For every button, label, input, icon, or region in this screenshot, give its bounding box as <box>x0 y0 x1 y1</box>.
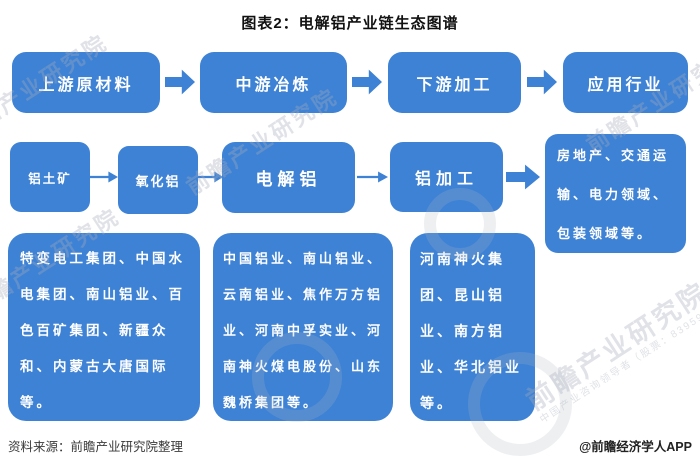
product-box-alumina: 氧化铝 <box>118 146 198 214</box>
thin-right-arrow-icon <box>357 171 388 183</box>
watermark-subtext: 中国产业咨询领导者（股票：839599） <box>538 300 700 426</box>
downstream-companies-box: 河南神火集 团、昆山铝 业、南方铝 业、华北铝业 等。 <box>410 233 535 421</box>
product-box-aluminum-processing: 铝加工 <box>390 142 503 212</box>
app-credit-label: @前瞻经济学人APP <box>579 440 692 454</box>
stage-box-upstream-materials: 上游原材料 <box>12 52 160 113</box>
thin-right-arrow-icon <box>88 171 118 183</box>
stage-box-application-industry: 应用行业 <box>563 52 688 113</box>
data-source-label: 资料来源：前瞻产业研究院整理 <box>8 440 184 454</box>
right-arrow-icon <box>352 69 382 95</box>
product-box-bauxite: 铝土矿 <box>10 142 90 212</box>
application-fields-box: 房地产、交通运 输、电力领域、 包装领域等。 <box>545 134 686 253</box>
product-box-electrolytic-aluminum: 电解铝 <box>222 142 355 213</box>
midstream-companies-box: 中国铝业、南山铝业、 云南铝业、焦作万方铝 业、河南中孚实业、河 南神火煤电股份… <box>213 233 393 421</box>
watermark-text: 前瞻产业研究院 <box>521 276 700 417</box>
thin-right-arrow-icon <box>196 171 223 183</box>
right-arrow-icon <box>527 69 557 95</box>
stage-box-midstream-smelting: 中游冶炼 <box>200 52 347 113</box>
right-arrow-icon <box>165 69 195 95</box>
right-arrow-icon <box>506 164 540 190</box>
upstream-companies-box: 特变电工集团、中国水 电集团、南山铝业、百 色百矿集团、新疆众 和、内蒙古大唐国… <box>8 233 200 421</box>
stage-box-downstream-processing: 下游加工 <box>388 52 521 113</box>
figure-title: 图表2：电解铝产业链生态图谱 <box>241 15 459 32</box>
